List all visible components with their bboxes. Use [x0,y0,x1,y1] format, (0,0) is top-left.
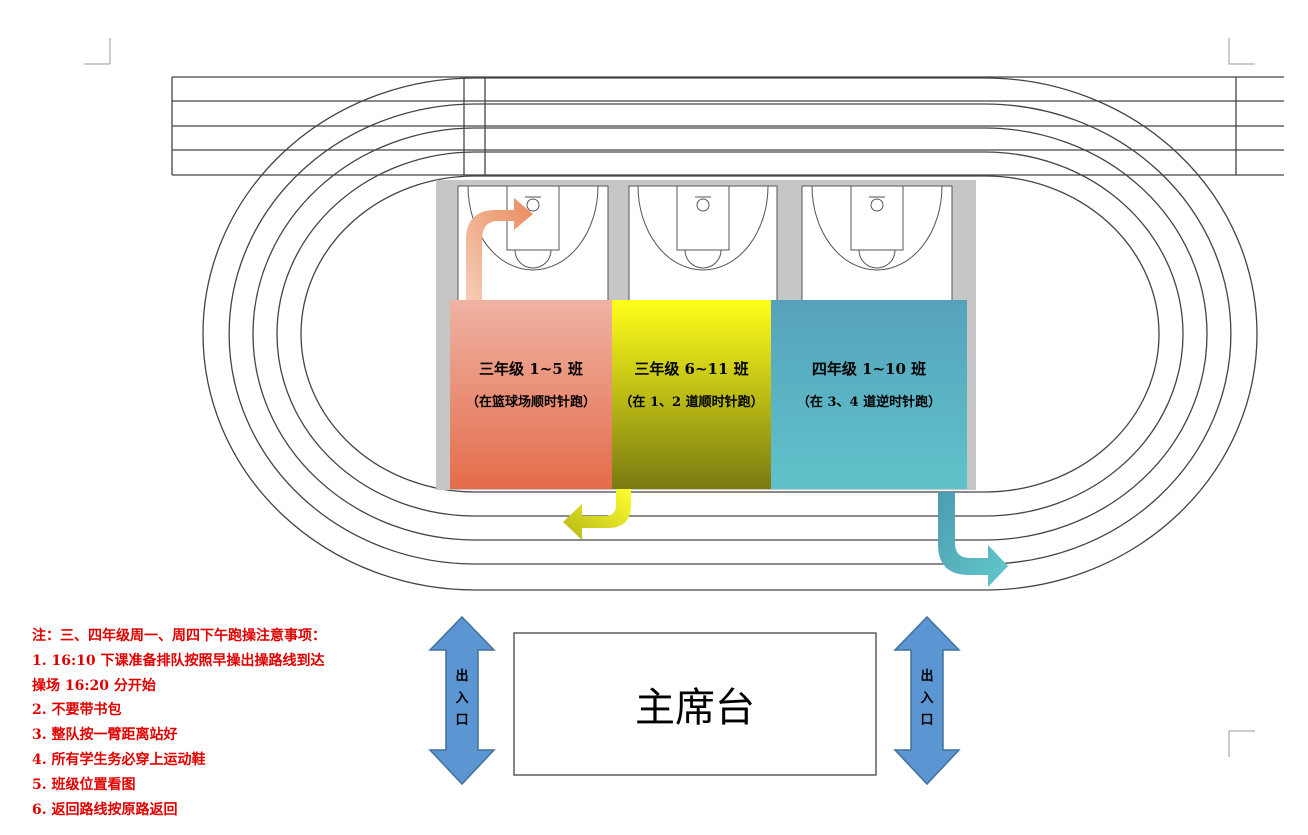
zone-subtitle: （在篮球场顺时针跑） [465,395,596,410]
note-item: 操场 16:20 分开始 [32,677,156,694]
main-stand-label: 主席台 [635,685,755,731]
teal-route-arrow [938,492,1008,587]
entrance-label-right: 出入口 [920,669,934,728]
zone-grade3-class1-5 [450,300,612,489]
zone-subtitle: （在 1、2 道顺时针跑） [619,395,764,410]
zone-title: 三年级 6~11 班 [634,360,749,378]
note-item: 4. 所有学生务必穿上运动鞋 [32,751,206,768]
orange-route-arrow [466,198,533,300]
entrance-arrow-left [428,615,496,786]
main-stand-box [513,632,877,776]
note-item: 1. 16:10 下课准备排队按照早操出操路线到达 [32,652,325,669]
zone-grade4-class1-10 [771,300,967,489]
zone-title: 三年级 1~5 班 [479,360,583,378]
notes-panel: 注：三、四年级周一、周四下午跑操注意事项： 1. 16:10 下课准备排队按照早… [32,624,412,822]
zone-label-grade3-class1-5: 三年级 1~5 班 （在篮球场顺时针跑） [450,358,612,410]
note-item: 5. 班级位置看图 [32,776,136,793]
note-item: 3. 整队按一臂距离站好 [32,727,178,744]
zone-label-grade4-class1-10: 四年级 1~10 班 （在 3、4 道逆时针跑） [771,358,967,410]
page-corner-marks [84,38,1255,757]
note-item: 2. 不要带书包 [32,702,122,719]
notes-heading: 注：三、四年级周一、周四下午跑操注意事项： [32,628,326,644]
zone-subtitle: （在 3、4 道逆时针跑） [796,395,942,410]
zone-grade3-class6-11 [612,300,771,489]
entrance-label-left: 出入口 [455,669,469,728]
note-item: 6. 返回路线按原路返回 [32,801,178,818]
oval-lanes [202,77,1258,591]
straight-lanes [171,76,1284,176]
zone-title: 四年级 1~10 班 [811,360,927,378]
zone-label-grade3-class6-11: 三年级 6~11 班 （在 1、2 道顺时针跑） [612,358,771,410]
yellow-route-arrow [563,489,631,540]
entrance-arrow-right [893,615,961,786]
